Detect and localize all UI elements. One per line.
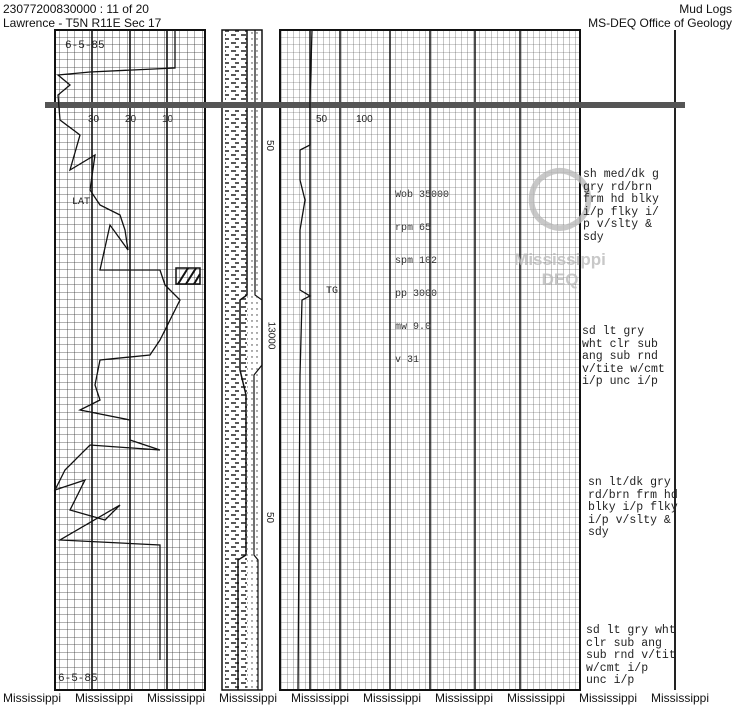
left-scale-10: 10 [162, 114, 174, 125]
watermark-line1: Mississippi [514, 250, 606, 269]
footer-text: Mississippi [147, 691, 206, 705]
tg-marker: TG [326, 286, 339, 297]
depth-label: 13000 [265, 321, 277, 350]
rop-curve [53, 30, 181, 660]
footer-text: Mississippi [219, 691, 278, 705]
param-mw: mw 9.0 [395, 322, 432, 333]
gas-curve [297, 29, 313, 691]
splice-band [45, 102, 685, 108]
footer-text: Mississippi [579, 691, 638, 705]
watermark-line2: DEQ [541, 270, 579, 289]
footer-text: Mississippi [435, 691, 494, 705]
date-bottom: 6-5-85 [58, 673, 98, 685]
footer-text: Mississippi [507, 691, 566, 705]
date-top: 6-5-85 [65, 40, 105, 52]
agency: MS-DEQ Office of Geology [588, 16, 732, 30]
param-v: v 31 [395, 355, 420, 366]
depth-label: 50 [264, 511, 276, 524]
left-scale-30: 30 [88, 114, 100, 125]
drilling-parameters: Wob 35000 rpm 65 spm 102 pp 3000 mw 9.0 … [395, 168, 449, 377]
footer-text: Mississippi [75, 691, 134, 705]
document-type: Mud Logs [679, 2, 732, 16]
footer-text: Mississippi [291, 691, 350, 705]
document-id: 23077200830000 : 11 of 20 [3, 2, 149, 16]
right-scale-50: 50 [316, 114, 328, 125]
param-pp: pp 3000 [395, 289, 438, 300]
watermark: ◯ Mississippi DEQ [505, 140, 615, 290]
footer-text: Mississippi [651, 691, 710, 705]
footer-text: Mississippi [363, 691, 422, 705]
footer-text: Mississippi [3, 691, 62, 705]
location: Lawrence - T5N R11E Sec 17 [3, 16, 162, 30]
param-wob: Wob 35000 [395, 190, 450, 201]
param-spm: spm 102 [395, 256, 438, 267]
footer-watermark: Mississippi Mississippi Mississippi Miss… [0, 691, 736, 705]
depth-label: 50 [264, 139, 276, 152]
right-scale-100: 100 [356, 114, 373, 125]
left-scale-20: 20 [125, 114, 137, 125]
hatched-marker [175, 267, 201, 285]
param-rpm: rpm 65 [395, 223, 432, 234]
lat-marker: LAT [72, 197, 91, 208]
